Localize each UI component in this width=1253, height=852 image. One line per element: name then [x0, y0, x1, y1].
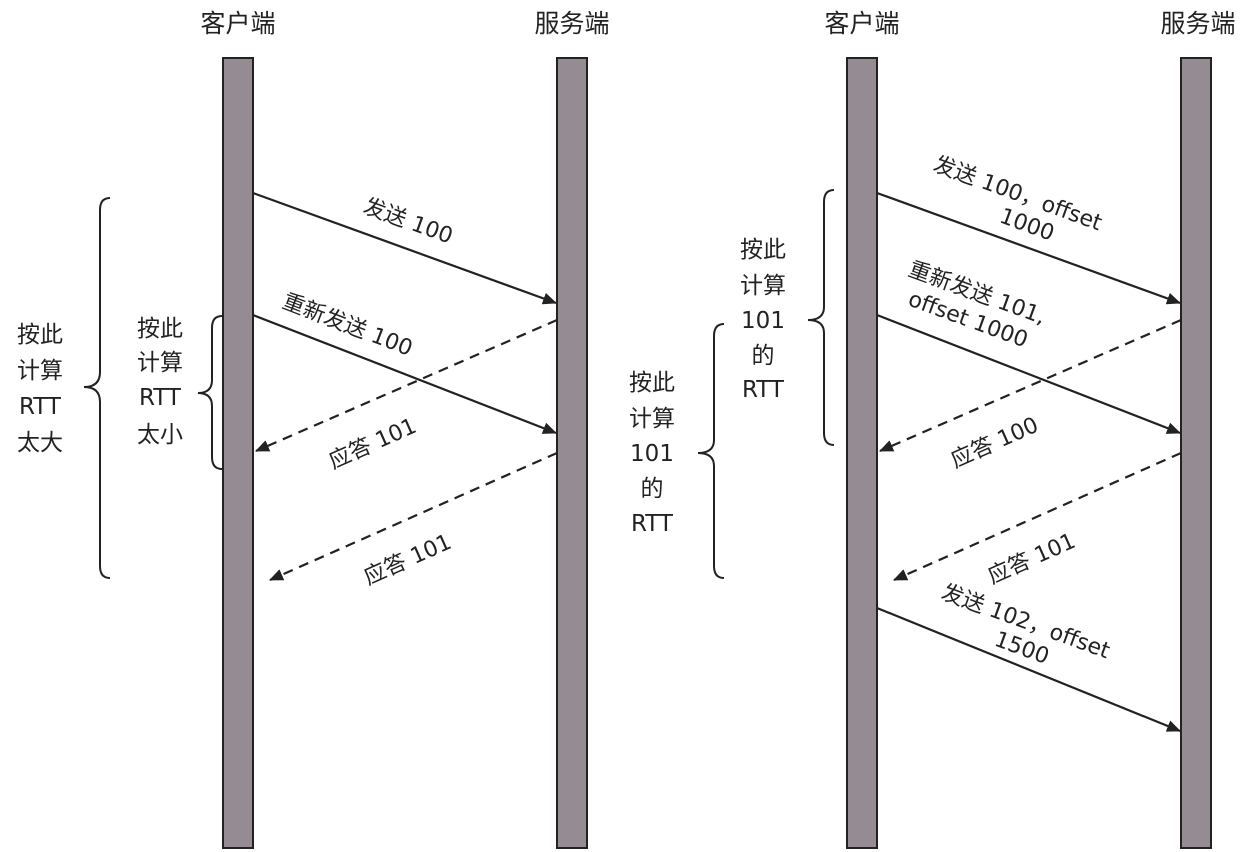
right-upper-brace-line-4: 的 — [752, 343, 775, 369]
right-server-header: 服务端 — [1160, 9, 1235, 38]
right-label-resend-101: 重新发送 101, offset 1000 — [905, 257, 1049, 353]
left-client-header: 客户端 — [200, 9, 275, 38]
right-client-lifeline — [846, 57, 878, 849]
right-upper-brace-line-1: 按此 — [740, 237, 786, 263]
left-inner-brace-line-4: 太小 — [137, 422, 183, 448]
right-lower-brace-line-3: 101 — [630, 441, 674, 467]
left-diagram: 客户端 服务端 发送 100 重新发送 100 应答 101 应答 101 按此… — [17, 9, 610, 849]
right-upper-brace-label: 按此 计算 101 的 RTT — [740, 237, 786, 403]
left-inner-brace — [197, 315, 223, 470]
right-diagram: 客户端 服务端 发送 100，offset 1000 重新发送 101, off… — [629, 9, 1236, 849]
right-lower-brace-line-5: RTT — [631, 511, 674, 537]
right-client-header: 客户端 — [824, 9, 899, 38]
left-inner-brace-line-1: 按此 — [137, 316, 183, 342]
right-upper-brace — [807, 189, 835, 446]
right-arrow-send-100 — [876, 191, 1181, 305]
left-arrow-send-100 — [252, 191, 557, 305]
left-arrow-ack-101-second — [269, 451, 558, 582]
right-upper-brace-line-3: 101 — [741, 308, 785, 334]
left-outer-brace-line-1: 按此 — [17, 322, 63, 348]
left-label-send-100: 发送 100 — [360, 194, 456, 249]
right-label-send-102: 发送 102，offset 1500 — [938, 580, 1113, 670]
left-arrow-ack-101-first — [255, 318, 558, 453]
right-arrow-resend-101 — [876, 313, 1181, 435]
left-outer-brace-label: 按此 计算 RTT 太大 — [17, 322, 63, 456]
right-arrow-send-102 — [876, 606, 1181, 733]
left-inner-brace-label: 按此 计算 RTT 太小 — [137, 316, 183, 448]
left-server-lifeline — [556, 57, 588, 849]
right-arrow-ack-101 — [893, 451, 1182, 582]
right-server-lifeline — [1180, 57, 1212, 849]
right-label-ack-101: 应答 101 — [984, 529, 1079, 590]
left-label-ack-101-second: 应答 101 — [360, 530, 455, 591]
right-lower-brace-label: 按此 计算 101 的 RTT — [629, 370, 675, 537]
left-label-ack-101-first: 应答 101 — [325, 414, 420, 475]
right-arrow-ack-100 — [879, 318, 1182, 453]
right-lower-brace-line-1: 按此 — [629, 370, 675, 396]
right-lower-brace-line-2: 计算 — [629, 406, 675, 432]
left-inner-brace-line-2: 计算 — [137, 350, 183, 376]
left-outer-brace — [83, 197, 111, 579]
left-outer-brace-line-4: 太大 — [17, 430, 63, 456]
right-label-send-100: 发送 100，offset 1000 — [930, 152, 1105, 246]
left-client-lifeline — [222, 57, 254, 849]
left-server-header: 服务端 — [534, 9, 609, 38]
left-outer-brace-line-3: RTT — [19, 394, 62, 420]
right-lower-brace — [697, 323, 725, 579]
right-upper-brace-line-5: RTT — [742, 377, 785, 403]
left-inner-brace-line-3: RTT — [139, 385, 182, 411]
left-arrow-resend-100 — [252, 313, 557, 435]
right-upper-brace-line-2: 计算 — [740, 273, 786, 299]
right-label-ack-100: 应答 100 — [947, 413, 1042, 474]
left-outer-brace-line-2: 计算 — [17, 358, 63, 384]
right-lower-brace-line-4: 的 — [641, 476, 664, 502]
